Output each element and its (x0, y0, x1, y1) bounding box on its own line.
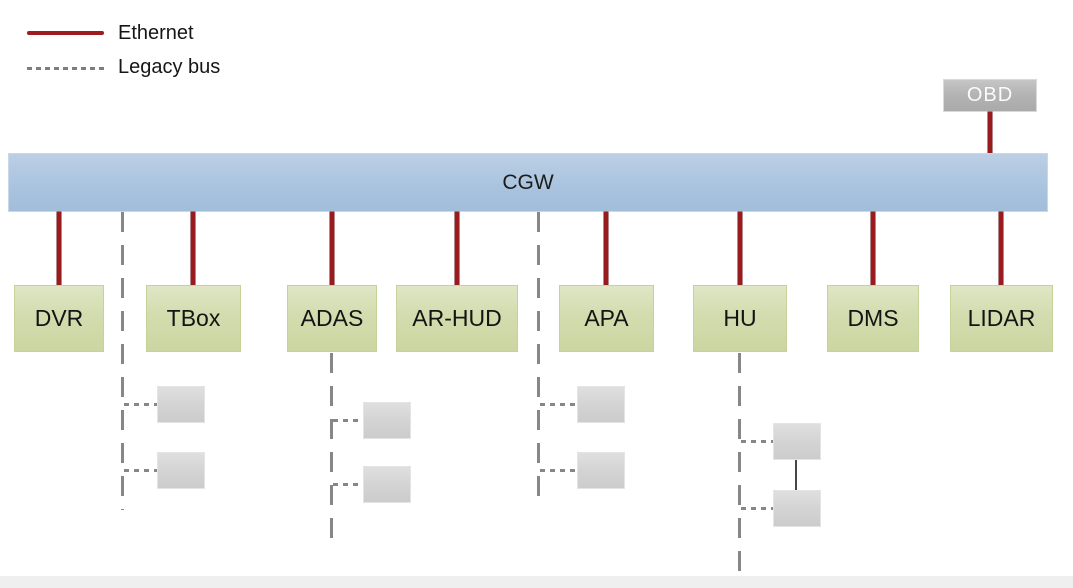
ethernet-link-obd (988, 112, 992, 154)
node-obd-label: OBD (966, 84, 1014, 106)
legacy-stub-hu-2 (741, 507, 773, 510)
node-ar-hud-label: AR-HUD (412, 305, 502, 331)
node-adas-label: ADAS (300, 305, 364, 331)
legacy-bus-line-left-of-apa (537, 212, 540, 509)
legacy-stub-apa-2 (540, 469, 577, 472)
node-dms: DMS (827, 285, 919, 352)
legend-label-legacy-bus: Legacy bus (118, 56, 221, 78)
node-lidar: LIDAR (950, 285, 1053, 352)
legacy-stub-tbox-2 (124, 469, 157, 472)
legacy-stub-tbox-1 (124, 403, 157, 406)
legacy-device-apa-2 (577, 452, 625, 489)
ethernet-link-adas (330, 212, 334, 286)
node-dvr-label: DVR (34, 305, 84, 331)
node-hu: HU (693, 285, 787, 352)
node-dvr: DVR (14, 285, 104, 352)
ethernet-link-ar-hud (455, 212, 459, 286)
legacy-stub-adas-2 (333, 483, 363, 486)
legacy-device-tbox-1 (157, 386, 205, 423)
node-tbox-label: TBox (166, 305, 221, 331)
node-obd: OBD (943, 79, 1037, 112)
node-adas: ADAS (287, 285, 377, 352)
legacy-bus-line-left-of-tbox (121, 212, 124, 510)
legacy-stub-hu-1 (741, 440, 773, 443)
ethernet-link-dvr (57, 212, 61, 286)
node-ar-hud: AR-HUD (396, 285, 518, 352)
node-dms-label: DMS (847, 305, 899, 331)
ethernet-link-hu (738, 212, 742, 286)
legacy-device-hu-2 (773, 490, 821, 527)
ethernet-link-apa (604, 212, 608, 286)
legacy-stub-apa-1 (540, 403, 577, 406)
node-apa-label: APA (584, 305, 629, 331)
node-apa: APA (559, 285, 654, 352)
bottom-strip (0, 576, 1073, 588)
node-hu-label: HU (723, 305, 757, 331)
gateway-cgw: CGW (8, 153, 1048, 212)
legacy-device-adas-2 (363, 466, 411, 503)
node-lidar-label: LIDAR (967, 305, 1036, 331)
ethernet-line-swatch (27, 31, 104, 35)
legacy-stub-adas-1 (333, 419, 363, 422)
hu-device-link-line (795, 460, 797, 490)
ethernet-link-dms (871, 212, 875, 286)
node-tbox: TBox (146, 285, 241, 352)
ethernet-link-tbox (191, 212, 195, 286)
gateway-cgw-label: CGW (502, 170, 554, 194)
legacy-bus-line-below-hu (738, 353, 741, 574)
legacy-bus-line-below-adas (330, 353, 333, 546)
legacy-device-adas-1 (363, 402, 411, 439)
ethernet-link-lidar (999, 212, 1003, 286)
legacy-device-apa-1 (577, 386, 625, 423)
legacy-bus-line-swatch (27, 67, 105, 70)
legacy-device-hu-1 (773, 423, 821, 460)
legend-label-ethernet: Ethernet (118, 22, 194, 44)
legacy-device-tbox-2 (157, 452, 205, 489)
